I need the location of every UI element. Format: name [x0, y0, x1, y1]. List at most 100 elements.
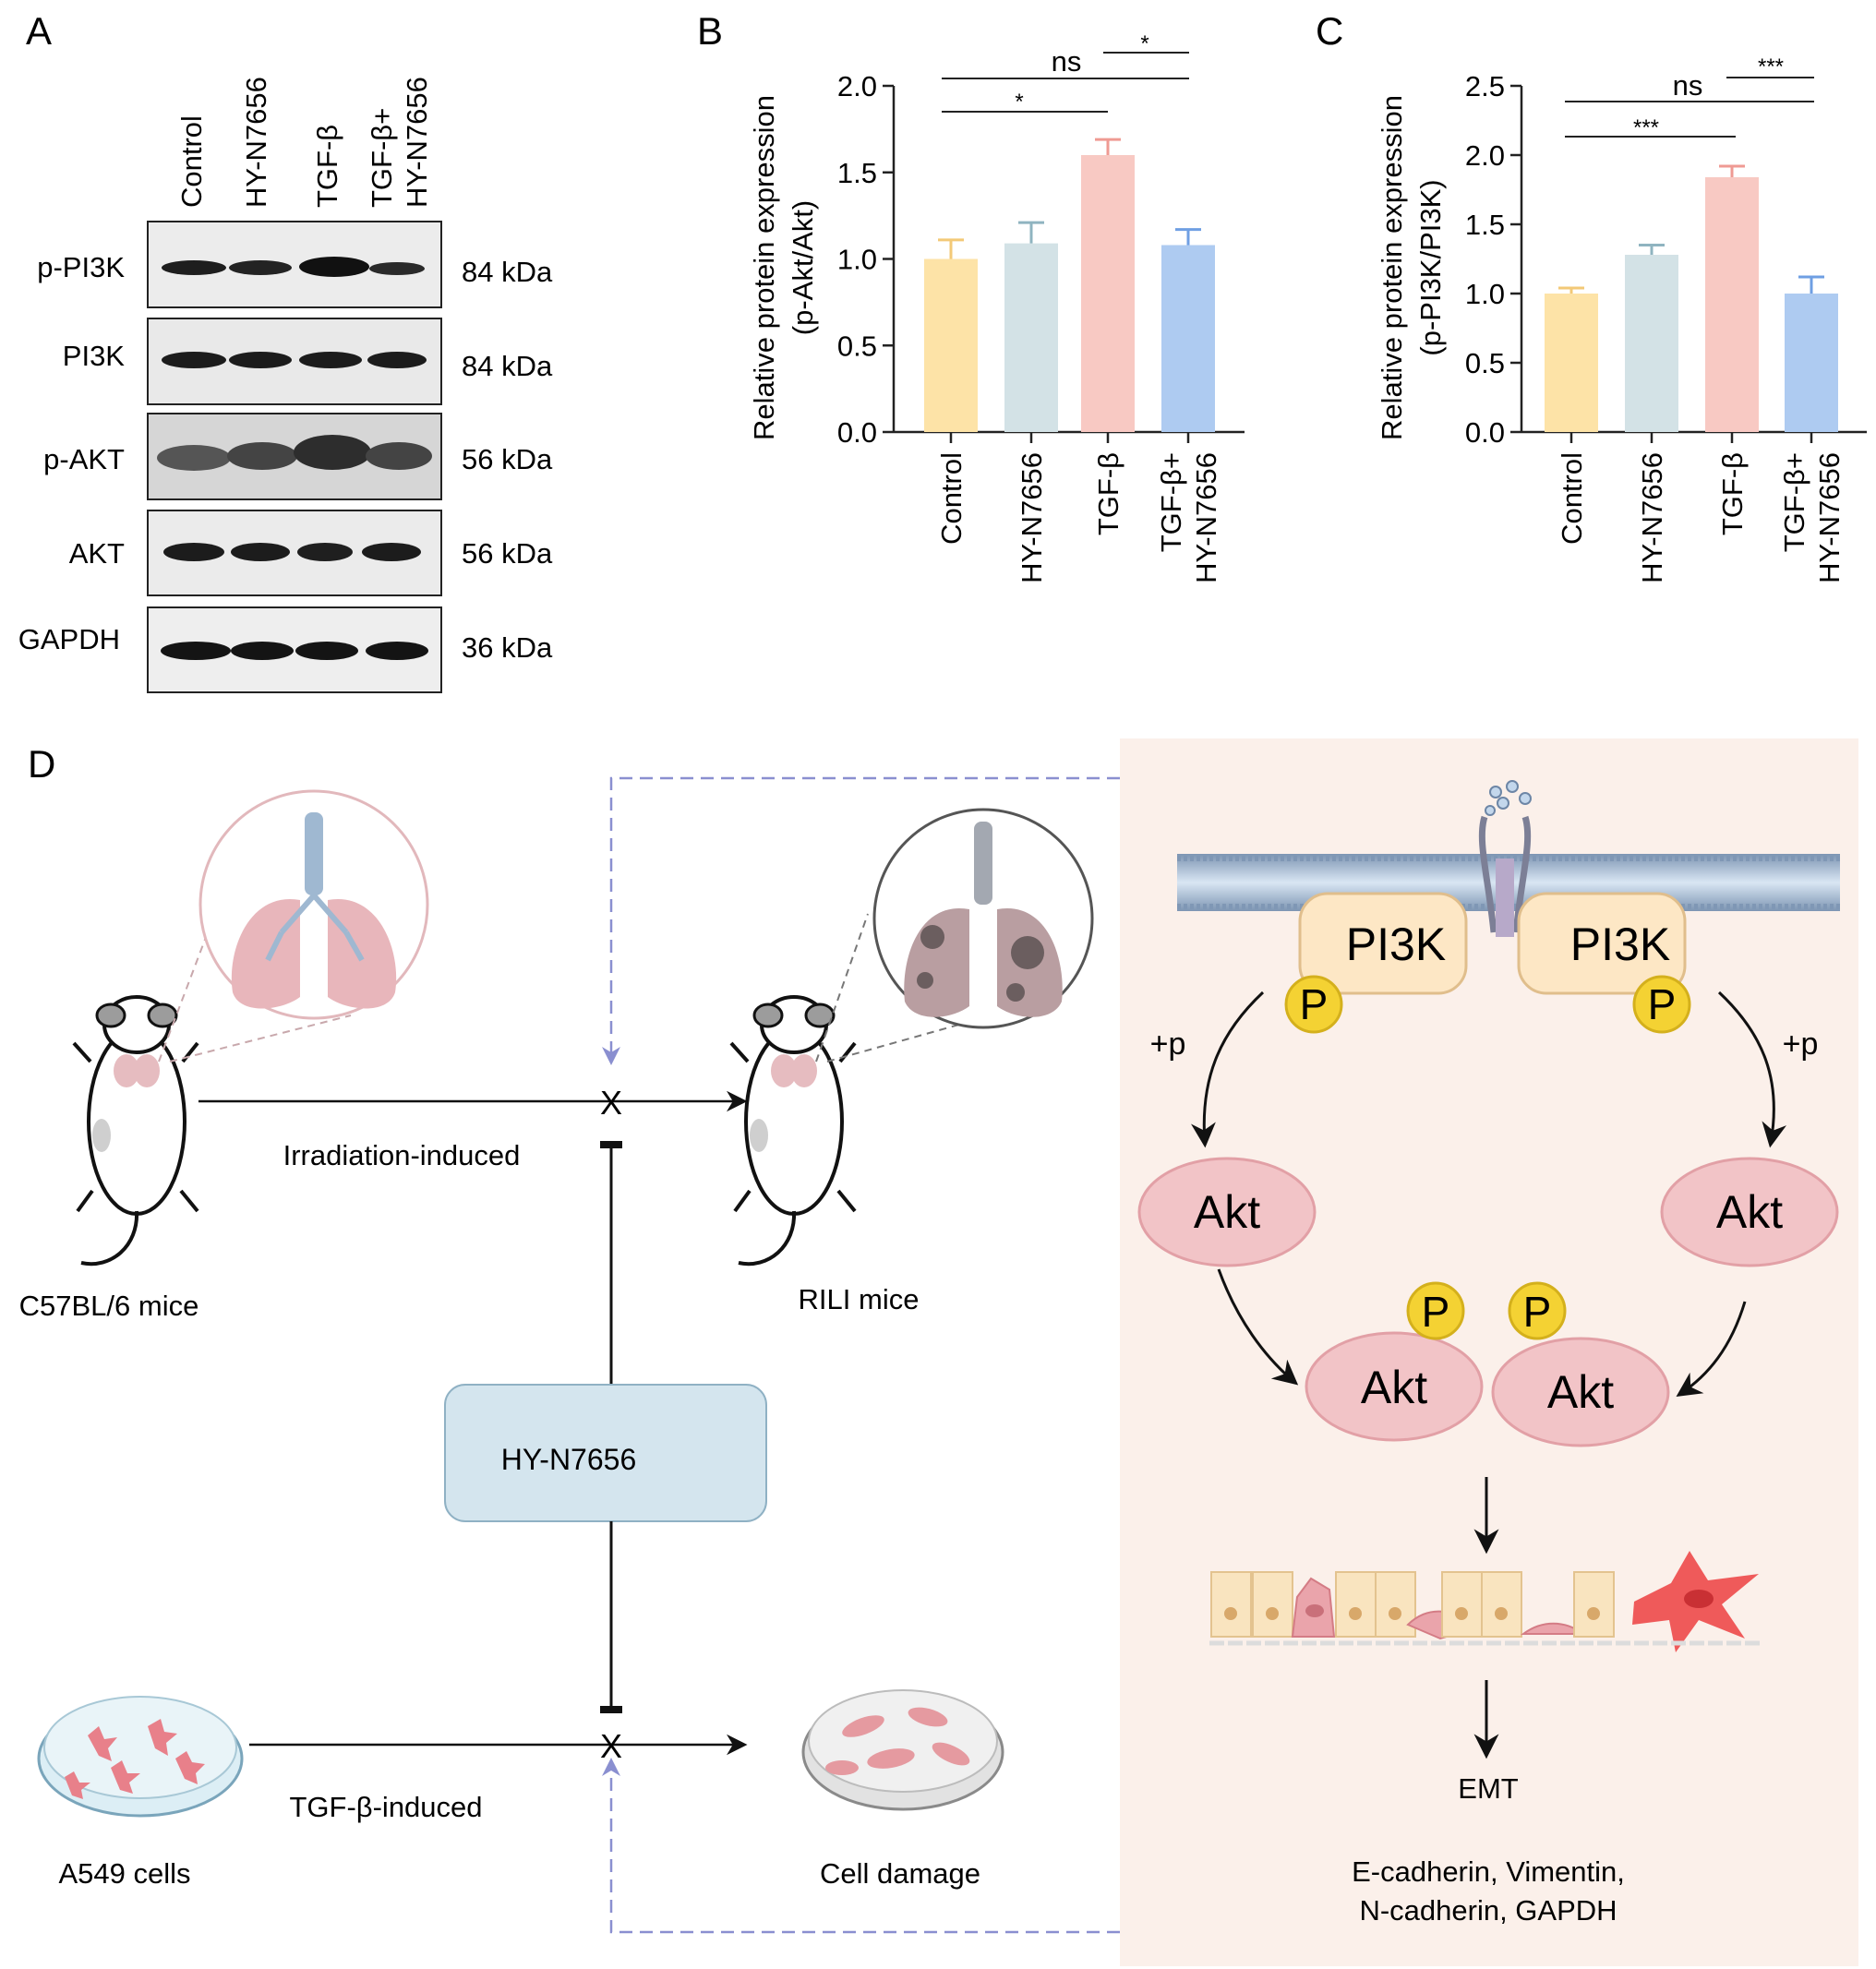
epithelial-cells-illustration: [1209, 1551, 1763, 1652]
panel-d: D C57BL/6 mice: [19, 738, 1858, 1966]
x-tick-label: HY-N7656: [1016, 452, 1048, 583]
blot-mw-label: 84 kDa: [462, 256, 553, 288]
irradiation-label: Irradiation-induced: [283, 1139, 521, 1171]
emt-markers-line2: N-cadherin, GAPDH: [1359, 1894, 1617, 1927]
healthy-lung-illustration: [198, 789, 429, 1020]
blot-band: [231, 642, 294, 660]
p-akt-ellipse: [1491, 1337, 1670, 1447]
sig-label: ***: [1758, 54, 1784, 79]
feedback-dashed-arrow-top: [602, 776, 1120, 1065]
blot-band: [161, 642, 231, 660]
x-tick-label: HY-N7656: [1813, 452, 1846, 583]
pi3k-box-right: [1517, 892, 1687, 995]
y-tick-label: 2.5: [1465, 70, 1505, 102]
petri-dish-illustration: [37, 1696, 244, 1818]
chart-b-ylabel-line1: Relative protein expression: [748, 95, 780, 440]
lane-label-hy: HY-N7656: [240, 77, 272, 208]
chart-b-ylabel-line2: (p-Akt/Akt): [787, 200, 819, 335]
blot-band: [366, 642, 428, 660]
x-tick-label: Control: [935, 452, 968, 545]
bar: [1545, 294, 1598, 432]
bar: [1161, 245, 1215, 432]
chart-c-ylabel-line2: (p-PI3K/PI3K): [1414, 179, 1447, 355]
blot-band: [299, 352, 362, 368]
akt-label: Akt: [1547, 1366, 1614, 1418]
pi3k-label-left: PI3K: [1346, 918, 1446, 970]
blot-mw-label: 56 kDa: [462, 537, 553, 570]
phosphorylation-arrow-left: [1190, 991, 1265, 1148]
bar: [1625, 255, 1678, 432]
x-tick-label: TGF-β: [1092, 452, 1124, 535]
panel-a: A Control HY-N7656 TGF-β TGF-β+ HY-N7656…: [18, 9, 553, 693]
panel-b-letter: B: [697, 9, 723, 53]
bar: [924, 258, 978, 432]
lane-labels: Control HY-N7656 TGF-β TGF-β+ HY-N7656: [175, 77, 433, 208]
panel-b: B Relative protein expression (p-Akt/Akt…: [697, 9, 1245, 583]
akt-label: Akt: [1361, 1362, 1427, 1413]
plus-p-right: +p: [1783, 1027, 1819, 1062]
feedback-dashed-arrow-bottom: [602, 1758, 1120, 1934]
damage-label: Cell damage: [820, 1857, 980, 1890]
sig-label: ns: [1673, 69, 1703, 102]
damaged-lung-illustration: [872, 808, 1094, 1029]
y-tick-label: 2.0: [1465, 139, 1505, 172]
blot-protein-label: PI3K: [63, 340, 126, 372]
blot-band: [227, 442, 297, 470]
sig-label: ns: [1052, 45, 1082, 78]
tgf-label: TGF-β-induced: [289, 1791, 482, 1823]
bar: [1081, 155, 1135, 432]
blot-band: [163, 543, 224, 561]
emt-label: EMT: [1458, 1772, 1519, 1805]
blot-mw-label: 84 kDa: [462, 350, 553, 382]
blot-band: [367, 352, 427, 368]
bar: [1785, 294, 1838, 432]
phosphorylation-arrow-right: [1717, 991, 1787, 1148]
blot-mw-label: 56 kDa: [462, 443, 553, 475]
bar: [1705, 177, 1759, 432]
sig-label: *: [1140, 31, 1148, 56]
lane-label-tgf: TGF-β: [311, 125, 343, 208]
y-tick-label: 1.0: [1465, 278, 1505, 310]
y-tick-label: 0.0: [1465, 416, 1505, 449]
akt-ellipse: [1660, 1157, 1839, 1267]
lane-label-combo-line2: HY-N7656: [401, 77, 433, 208]
akt-label: Akt: [1194, 1186, 1260, 1238]
y-tick-label: 0.0: [837, 416, 877, 449]
activation-arrow-left: [1217, 1268, 1299, 1386]
akt-ellipse: [1137, 1157, 1317, 1267]
phospho-label: P: [1648, 980, 1677, 1028]
x-tick-label: HY-N7656: [1190, 452, 1222, 583]
phospho-label: P: [1422, 1288, 1450, 1336]
chart-c-ylabel-line1: Relative protein expression: [1376, 95, 1408, 440]
blot-band: [229, 352, 292, 368]
x-tick-label: TGF-β+: [1778, 452, 1810, 552]
p-akt-ellipse: [1305, 1331, 1484, 1442]
sig-label: *: [1015, 90, 1023, 114]
y-tick-label: 0.5: [837, 330, 877, 362]
blot-band: [297, 543, 353, 561]
y-tick-label: 1.0: [837, 244, 877, 276]
mouse-illustration: [72, 995, 199, 1267]
y-tick-label: 1.5: [1465, 209, 1505, 241]
bar: [1004, 243, 1058, 432]
lane-label-combo-line1: TGF-β+: [366, 108, 398, 208]
x-tick-label: HY-N7656: [1636, 452, 1668, 583]
x-tick-label: TGF-β+: [1155, 452, 1187, 552]
block-mark-top: X: [600, 1084, 622, 1122]
blot-band: [366, 442, 432, 470]
pi3k-box-left: [1298, 892, 1468, 995]
plus-p-left: +p: [1150, 1027, 1186, 1062]
panel-c: C Relative protein expression (p-PI3K/PI…: [1316, 9, 1867, 583]
panel-d-letter: D: [28, 742, 55, 786]
damaged-petri-dish-illustration: [801, 1689, 1004, 1811]
blot-band: [295, 642, 358, 660]
phospho-badge: [1406, 1281, 1465, 1340]
blot-band: [294, 435, 371, 470]
blot-band: [369, 262, 425, 275]
blot-row: p-PI3K 84 kDa: [37, 221, 553, 308]
blot-mw-label: 36 kDa: [462, 631, 553, 664]
drug-box: [444, 1384, 767, 1522]
